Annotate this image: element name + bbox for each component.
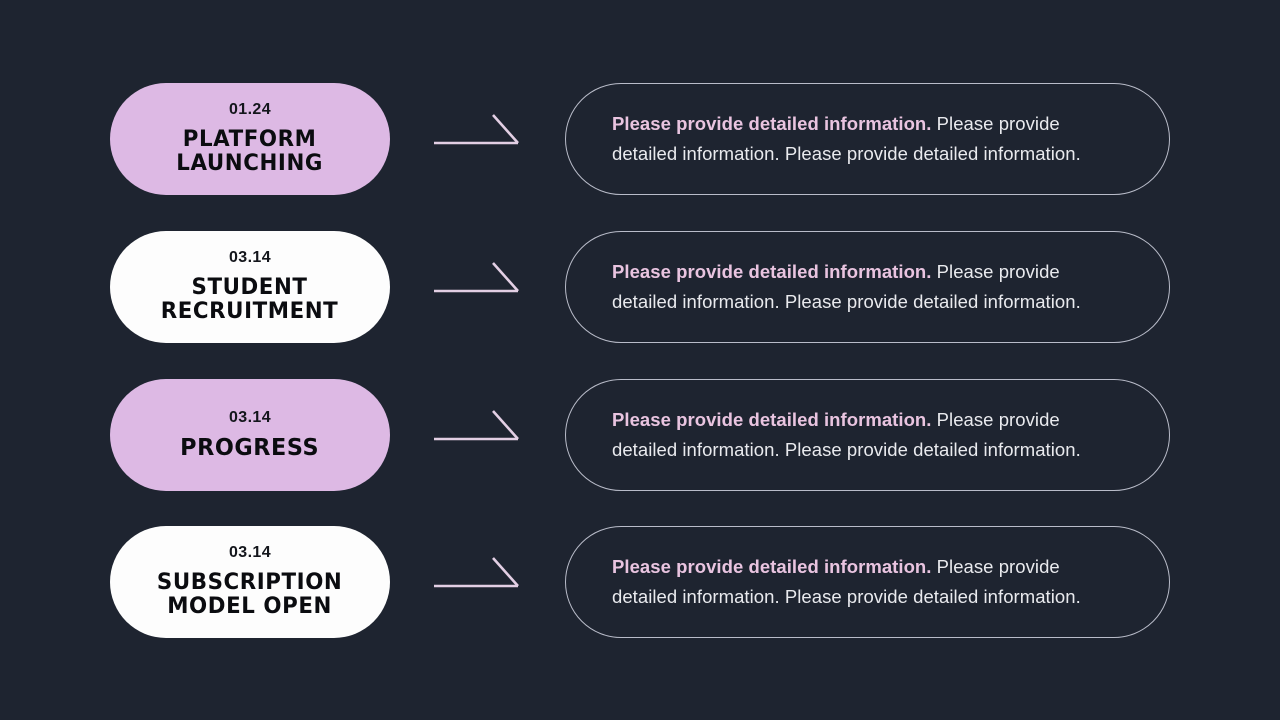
- milestone-title-line-1: SUBSCRIPTION: [157, 570, 343, 596]
- milestone-title-line-1: STUDENT: [191, 275, 309, 301]
- detail-body-text: Please provide detailed information. Ple…: [612, 556, 1081, 607]
- milestone-title-line-2: LAUNCHING: [176, 151, 324, 176]
- detail-card-2[interactable]: Please provide detailed information. Ple…: [565, 231, 1170, 343]
- arrow-icon-2: [430, 257, 526, 317]
- detail-card-1[interactable]: Please provide detailed information. Ple…: [565, 83, 1170, 195]
- milestone-title-line-1: PROGRESS: [180, 434, 320, 461]
- detail-body-text: Please provide detailed information. Ple…: [612, 261, 1081, 312]
- milestone-date: 03.14: [228, 544, 272, 562]
- detail-lead-sentence: Please provide detailed information.: [612, 261, 932, 282]
- detail-body-text: Please provide detailed information. Ple…: [612, 409, 1081, 460]
- detail-card-4[interactable]: Please provide detailed information. Ple…: [565, 526, 1170, 638]
- milestone-title: PROGRESS: [180, 434, 320, 461]
- detail-text: Please provide detailed information. Ple…: [612, 257, 1123, 317]
- milestone-date: 03.14: [228, 249, 272, 267]
- detail-body-text: Please provide detailed information. Ple…: [612, 113, 1081, 164]
- arrow-icon-3: [430, 405, 526, 465]
- detail-text: Please provide detailed information. Ple…: [612, 109, 1123, 169]
- detail-text: Please provide detailed information. Ple…: [612, 405, 1123, 465]
- detail-lead-sentence: Please provide detailed information.: [612, 409, 932, 430]
- milestone-title-line-1: PLATFORM: [183, 127, 317, 153]
- milestone-date: 01.24: [228, 101, 272, 119]
- milestone-title-line-2: MODEL OPEN: [167, 594, 333, 619]
- milestone-date: 03.14: [228, 408, 272, 426]
- arrow-icon-1: [430, 109, 526, 169]
- detail-lead-sentence: Please provide detailed information.: [612, 556, 932, 577]
- milestone-title-line-2: RECRUITMENT: [161, 299, 339, 324]
- detail-card-3[interactable]: Please provide detailed information. Ple…: [565, 379, 1170, 491]
- detail-text: Please provide detailed information. Ple…: [612, 552, 1123, 612]
- detail-lead-sentence: Please provide detailed information.: [612, 113, 932, 134]
- arrow-icon-4: [430, 552, 526, 612]
